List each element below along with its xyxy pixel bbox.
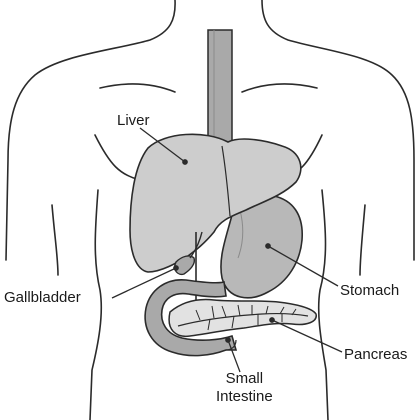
- label-gallbladder: Gallbladder: [4, 289, 81, 306]
- label-pancreas: Pancreas: [344, 346, 408, 363]
- pancreas-leader: [271, 319, 343, 353]
- pancreas: [168, 298, 317, 338]
- small-intestine: [144, 279, 238, 357]
- label-small-intestine-line2: Intestine: [216, 388, 273, 405]
- label-small-intestine: Small Intestine: [216, 370, 273, 406]
- label-liver: Liver: [117, 112, 150, 129]
- torso-outline: [5, 0, 415, 420]
- gallbladder-leader: [111, 267, 177, 299]
- label-stomach: Stomach: [340, 282, 400, 299]
- small-intestine-leader: [227, 339, 241, 373]
- leader-lines: [111, 127, 343, 373]
- esophagus: [207, 29, 233, 151]
- liver: [129, 133, 302, 273]
- liver-leader: [139, 127, 186, 163]
- label-small-intestine-line1: Small: [225, 370, 264, 387]
- stomach-leader: [267, 245, 339, 287]
